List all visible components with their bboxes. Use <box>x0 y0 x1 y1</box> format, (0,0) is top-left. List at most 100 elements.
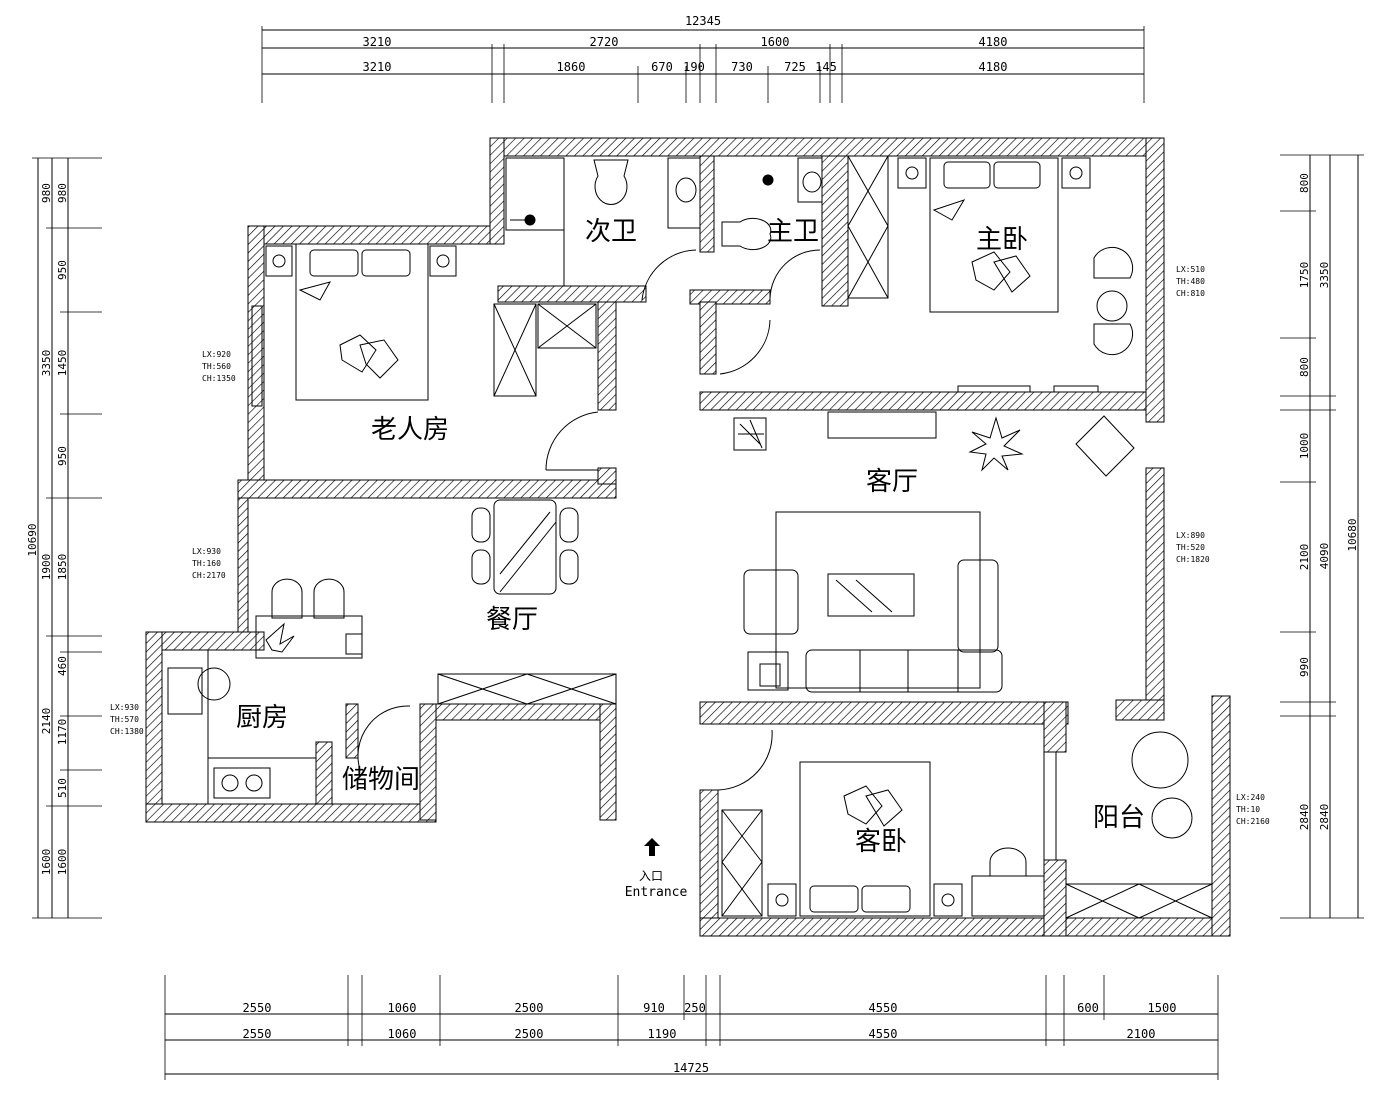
top-dim-r1: 4180 <box>979 35 1008 49</box>
window-note: CH:2170 <box>192 571 226 580</box>
walls <box>145 137 1231 937</box>
entrance-arrow-icon <box>644 838 660 856</box>
window-note: LX:510 <box>1176 265 1205 274</box>
right-dim-total: 10680 <box>1346 518 1359 551</box>
balcony-furniture <box>1065 731 1213 919</box>
label-second-bath: 次卫 <box>585 217 637 247</box>
bottom-dim-r2: 1060 <box>388 1027 417 1041</box>
left-dim-outer: 2140 <box>40 708 53 735</box>
window-note: TH:160 <box>192 559 221 568</box>
left-dim-inner: 950 <box>56 446 69 466</box>
bottom-dim-r1: 600 <box>1077 1001 1099 1015</box>
entrance-label-en: Entrance <box>625 885 688 900</box>
window-note: LX:930 <box>110 703 139 712</box>
right-dim-inner: 1750 <box>1298 262 1311 289</box>
label-master-bedroom: 主卧 <box>976 225 1028 255</box>
bottom-dim-r1: 1500 <box>1148 1001 1177 1015</box>
label-guest-bedroom: 客卧 <box>855 827 907 857</box>
bottom-dim-r2: 4550 <box>869 1027 898 1041</box>
top-dim-r1: 2720 <box>590 35 619 49</box>
right-dim-outer: 2840 <box>1318 804 1331 831</box>
guest-bedroom-furniture <box>767 751 1057 917</box>
left-dimension-lines <box>32 157 102 919</box>
top-dim-r2: 730 <box>731 60 753 74</box>
bottom-dim-r1: 2550 <box>243 1001 272 1015</box>
bottom-dim-r1: 2500 <box>515 1001 544 1015</box>
bottom-dim-r2: 1190 <box>648 1027 677 1041</box>
left-dim-inner: 1170 <box>56 719 69 746</box>
label-master-bath: 主卫 <box>767 217 819 247</box>
top-dim-r2: 725 <box>784 60 806 74</box>
window-note: LX:930 <box>192 547 221 556</box>
bottom-dim-r1: 4550 <box>869 1001 898 1015</box>
bottom-dim-r1: 1060 <box>388 1001 417 1015</box>
bottom-dim-r2: 2100 <box>1127 1027 1156 1041</box>
dining-furniture <box>471 499 579 595</box>
bottom-dimension-lines <box>164 975 1219 1080</box>
right-dim-inner: 800 <box>1298 173 1311 193</box>
top-dim-r2: 145 <box>815 60 837 74</box>
label-elder-room: 老人房 <box>371 415 449 445</box>
window-note: LX:890 <box>1176 531 1205 540</box>
entrance-label-cn: 入口 <box>639 869 663 883</box>
right-dim-outer: 3350 <box>1318 262 1331 289</box>
window-note: LX:920 <box>202 350 231 359</box>
bottom-dim-r2: 2500 <box>515 1027 544 1041</box>
master-bedroom-furniture <box>897 157 1134 393</box>
label-dining-room: 餐厅 <box>486 605 538 635</box>
label-living-room: 客厅 <box>866 467 918 497</box>
left-dim-inner: 950 <box>56 260 69 280</box>
window-note: CH:1380 <box>110 727 144 736</box>
left-dim-outer: 3350 <box>40 350 53 377</box>
left-dim-total: 10690 <box>26 523 39 556</box>
window-note: TH:570 <box>110 715 139 724</box>
label-storage: 储物间 <box>342 765 420 795</box>
top-dim-r2: 1860 <box>557 60 586 74</box>
right-dim-inner: 1000 <box>1298 433 1311 460</box>
left-dim-inner: 1450 <box>56 350 69 377</box>
left-dim-inner: 1600 <box>56 849 69 876</box>
right-dim-outer: 4090 <box>1318 543 1331 570</box>
window-note: CH:810 <box>1176 289 1205 298</box>
top-dim-total: 12345 <box>685 14 721 28</box>
bottom-dim-r1: 910 <box>643 1001 665 1015</box>
right-dim-inner: 990 <box>1298 657 1311 677</box>
top-dim-r1: 1600 <box>761 35 790 49</box>
top-dimension-lines <box>261 26 1145 103</box>
wardrobes <box>493 155 889 917</box>
left-dim-outer: 1600 <box>40 849 53 876</box>
window-note: TH:10 <box>1236 805 1260 814</box>
window-note: TH:480 <box>1176 277 1205 286</box>
right-dim-inner: 800 <box>1298 357 1311 377</box>
window-note: LX:240 <box>1236 793 1265 802</box>
top-dim-r2: 4180 <box>979 60 1008 74</box>
window-note: CH:1820 <box>1176 555 1210 564</box>
bottom-dim-r2: 2550 <box>243 1027 272 1041</box>
label-balcony: 阳台 <box>1093 803 1145 833</box>
window-note: TH:560 <box>202 362 231 371</box>
left-dim-inner: 460 <box>56 656 69 676</box>
left-dim-outer: 980 <box>40 183 53 203</box>
living-room-furniture <box>733 411 1135 693</box>
storage-cabinet <box>437 673 617 705</box>
bottom-dim-r1: 250 <box>684 1001 706 1015</box>
top-dim-r1: 3210 <box>363 35 392 49</box>
window-note: TH:520 <box>1176 543 1205 552</box>
right-dim-inner: 2100 <box>1298 544 1311 571</box>
doors <box>357 249 821 791</box>
bottom-dim-total: 14725 <box>673 1061 709 1075</box>
label-kitchen: 厨房 <box>236 703 288 733</box>
left-dim-outer: 1900 <box>40 554 53 581</box>
elder-room-furniture <box>251 243 457 407</box>
right-dim-inner: 2840 <box>1298 804 1311 831</box>
top-dim-r2: 190 <box>683 60 705 74</box>
top-dim-r2: 670 <box>651 60 673 74</box>
left-dim-inner: 1850 <box>56 554 69 581</box>
kitchen-furniture <box>161 578 363 805</box>
left-dim-inner: 510 <box>56 778 69 798</box>
top-dim-r2: 3210 <box>363 60 392 74</box>
window-note: CH:1350 <box>202 374 236 383</box>
left-dim-inner: 980 <box>56 183 69 203</box>
window-note: CH:2160 <box>1236 817 1270 826</box>
